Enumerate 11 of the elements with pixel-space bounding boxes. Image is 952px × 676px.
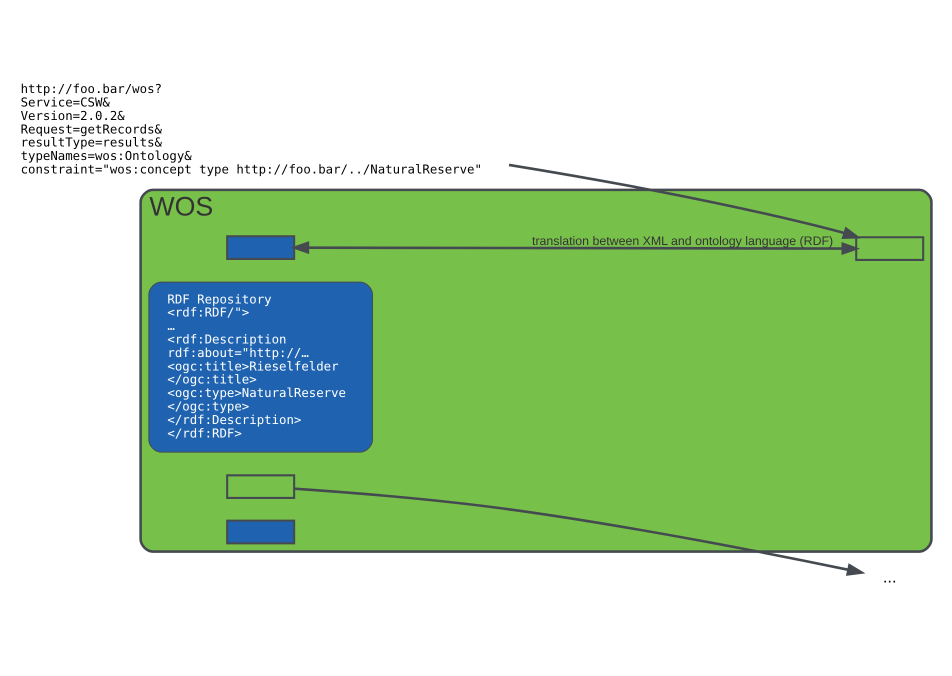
node-box bbox=[226, 520, 296, 544]
node-box bbox=[226, 474, 296, 499]
node-box bbox=[226, 235, 296, 260]
node-text: http://foo.bar/wos? Service=CSW& Version=2.0.2& Request=getRecords& resultType=results& typeNames=wos:Ontology& constraint="wos:concept type http://foo.bar/../NaturalReserve" bbox=[20, 82, 482, 177]
arrow bbox=[508, 164, 862, 239]
arrow bbox=[294, 487, 866, 576]
edge-label: translation between XML and ontology language (RDF) bbox=[532, 234, 834, 248]
node-box bbox=[855, 236, 924, 261]
arrow bbox=[290, 241, 860, 256]
node-text: ... bbox=[882, 568, 897, 586]
node-box: RDF Repository <rdf:RDF/"> … <rdf:Description rdf:about="http://… <ogc:title>Rieselfelder </ogc:title> <ogc:type>NaturalReserve </ogc:type> </rdf:Description> </rdf:RDF> bbox=[148, 282, 373, 453]
